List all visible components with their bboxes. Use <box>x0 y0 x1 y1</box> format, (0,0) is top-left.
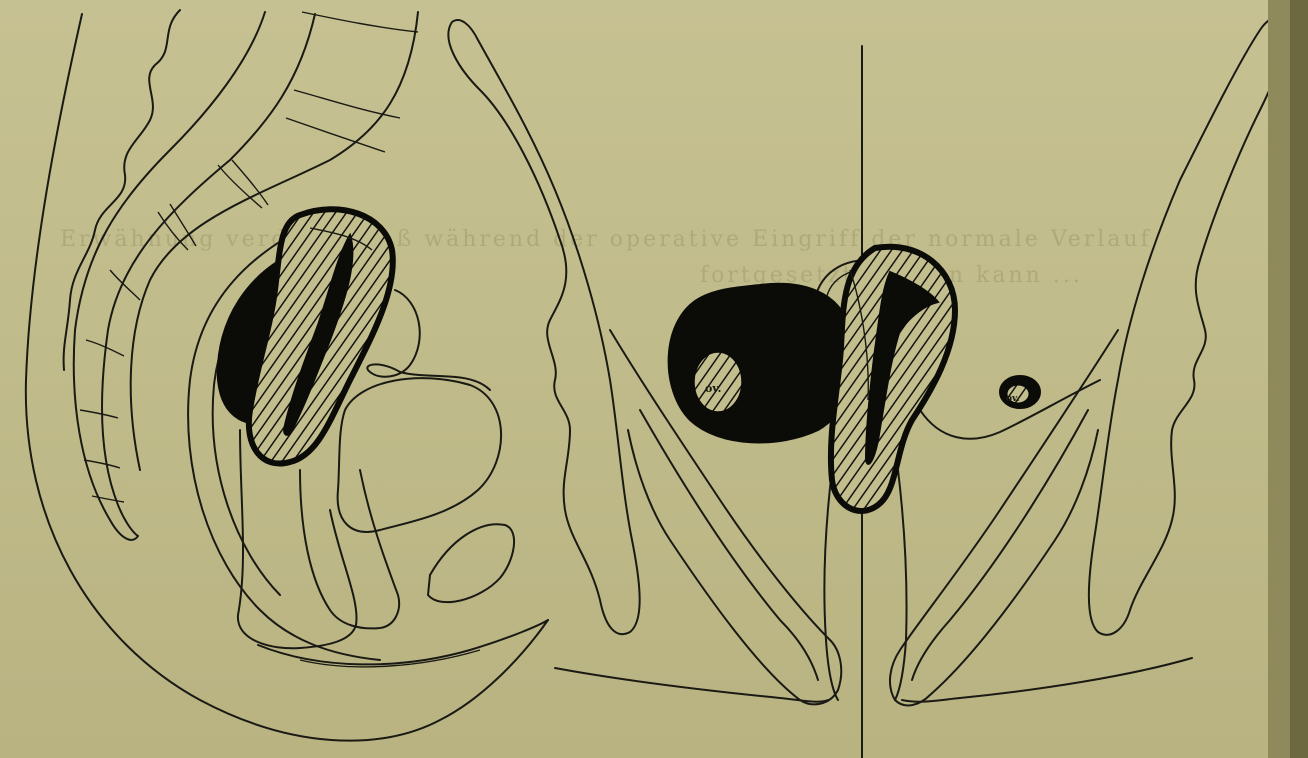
inner-pelvic-left <box>640 410 818 680</box>
pelvic-floor-left <box>555 668 828 702</box>
iliac-wing-right <box>1089 18 1285 635</box>
sagittal-section <box>26 10 548 741</box>
show-through-line-1: Erwähnung verdient, daß während der oper… <box>60 227 1152 252</box>
back-contour <box>64 10 180 370</box>
bladder <box>338 378 501 532</box>
vagina <box>300 470 399 628</box>
spine-outer <box>74 12 265 540</box>
ovary-label-right: ov. <box>1006 394 1019 404</box>
perineum <box>258 620 548 664</box>
inner-pelvic-right <box>912 410 1088 680</box>
symphysis <box>428 524 514 602</box>
ovary-label-left: ov. <box>705 382 721 395</box>
iliac-wing-left <box>448 20 639 634</box>
page-edge-shadow <box>1290 0 1308 758</box>
cervix-tube-right <box>895 470 907 700</box>
show-through-text: Erwähnung verdient, daß während der oper… <box>60 227 1152 288</box>
tumor-mass-right <box>669 284 854 443</box>
frontal-section: ov. ov. <box>448 18 1285 758</box>
cervix-tube <box>824 470 838 700</box>
